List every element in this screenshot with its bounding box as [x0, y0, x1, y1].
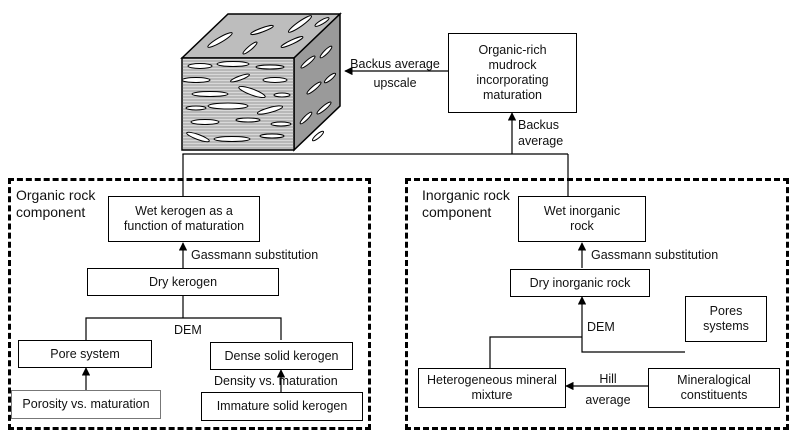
- immature-kerogen-box: Immature solid kerogen: [201, 392, 363, 421]
- cube-inclusion: [216, 61, 250, 67]
- cube-inclusion: [300, 55, 316, 69]
- organic-title: Organic rock component: [16, 187, 96, 220]
- cube-inclusion: [314, 17, 330, 27]
- cube-inclusion: [191, 91, 229, 97]
- dry-kerogen-box: Dry kerogen: [87, 268, 279, 296]
- density-label: Density vs. maturation: [214, 374, 338, 388]
- cube-inclusion: [250, 24, 274, 36]
- cube-inclusion: [316, 101, 332, 115]
- inorganic-title: Inorganic rock component: [422, 187, 510, 220]
- cube-inclusion: [185, 105, 207, 111]
- cube-inclusion: [256, 105, 284, 115]
- cube-inclusion: [238, 85, 266, 99]
- pores-systems-box: Pores systems: [685, 296, 767, 342]
- layered-rock-cube: [180, 12, 342, 152]
- cube-inclusion: [242, 41, 258, 55]
- cube-inclusion: [311, 130, 325, 142]
- heterogeneous-mixture-box: Heterogeneous mineral mixture: [418, 368, 566, 408]
- organic-component-group: [8, 178, 371, 430]
- cube-inclusion: [273, 92, 291, 98]
- cube-inclusion: [299, 111, 313, 125]
- dem-connector-inorganic: [489, 336, 582, 368]
- dem-label-organic: DEM: [174, 323, 202, 337]
- upscale-label: Backus average upscale: [350, 57, 440, 90]
- cube-inclusion: [213, 136, 251, 142]
- inorganic-component-group: [405, 178, 789, 430]
- gassmann-label-inorganic: Gassmann substitution: [591, 248, 719, 262]
- cube-inclusion: [262, 77, 288, 83]
- cube-inclusion: [207, 102, 249, 110]
- pore-system-box: Pore system: [18, 340, 152, 368]
- dry-inorganic-box: Dry inorganic rock: [510, 269, 650, 297]
- cube-inclusion: [319, 45, 333, 59]
- cube-inclusion: [280, 36, 304, 48]
- backus-connector: [182, 153, 512, 155]
- backus-average-label: Backus average: [518, 118, 564, 148]
- gassmann-label-organic: Gassmann substitution: [191, 248, 319, 262]
- cube-inclusion: [270, 121, 292, 127]
- mineralogical-box: Mineralogical constituents: [648, 368, 780, 408]
- wet-inorganic-box: Wet inorganic rock: [518, 196, 646, 242]
- cube-inclusion: [182, 77, 211, 83]
- cube-inclusion: [230, 73, 250, 83]
- cube-inclusion: [255, 64, 285, 70]
- cube-inclusion: [207, 32, 233, 48]
- cube-inclusion: [306, 81, 322, 95]
- pores-connector: [581, 337, 685, 353]
- porosity-box: Porosity vs. maturation: [11, 390, 161, 419]
- wet-kerogen-box: Wet kerogen as a function of maturation: [108, 196, 260, 242]
- dense-solid-kerogen-box: Dense solid kerogen: [210, 342, 353, 370]
- cube-inclusion: [235, 117, 261, 123]
- cube-inclusion: [186, 131, 210, 143]
- dem-connector-organic: [85, 317, 282, 340]
- cube-inclusion: [259, 133, 285, 139]
- cube-inclusion: [190, 119, 220, 125]
- cube-inclusion: [287, 15, 313, 33]
- hill-average-label: Hill average: [585, 372, 631, 407]
- cube-inclusion: [187, 63, 213, 69]
- dem-label-inorganic: DEM: [587, 320, 615, 334]
- cube-inclusion: [323, 72, 337, 84]
- mudrock-box: Organic-rich mudrock incorporating matur…: [448, 33, 577, 113]
